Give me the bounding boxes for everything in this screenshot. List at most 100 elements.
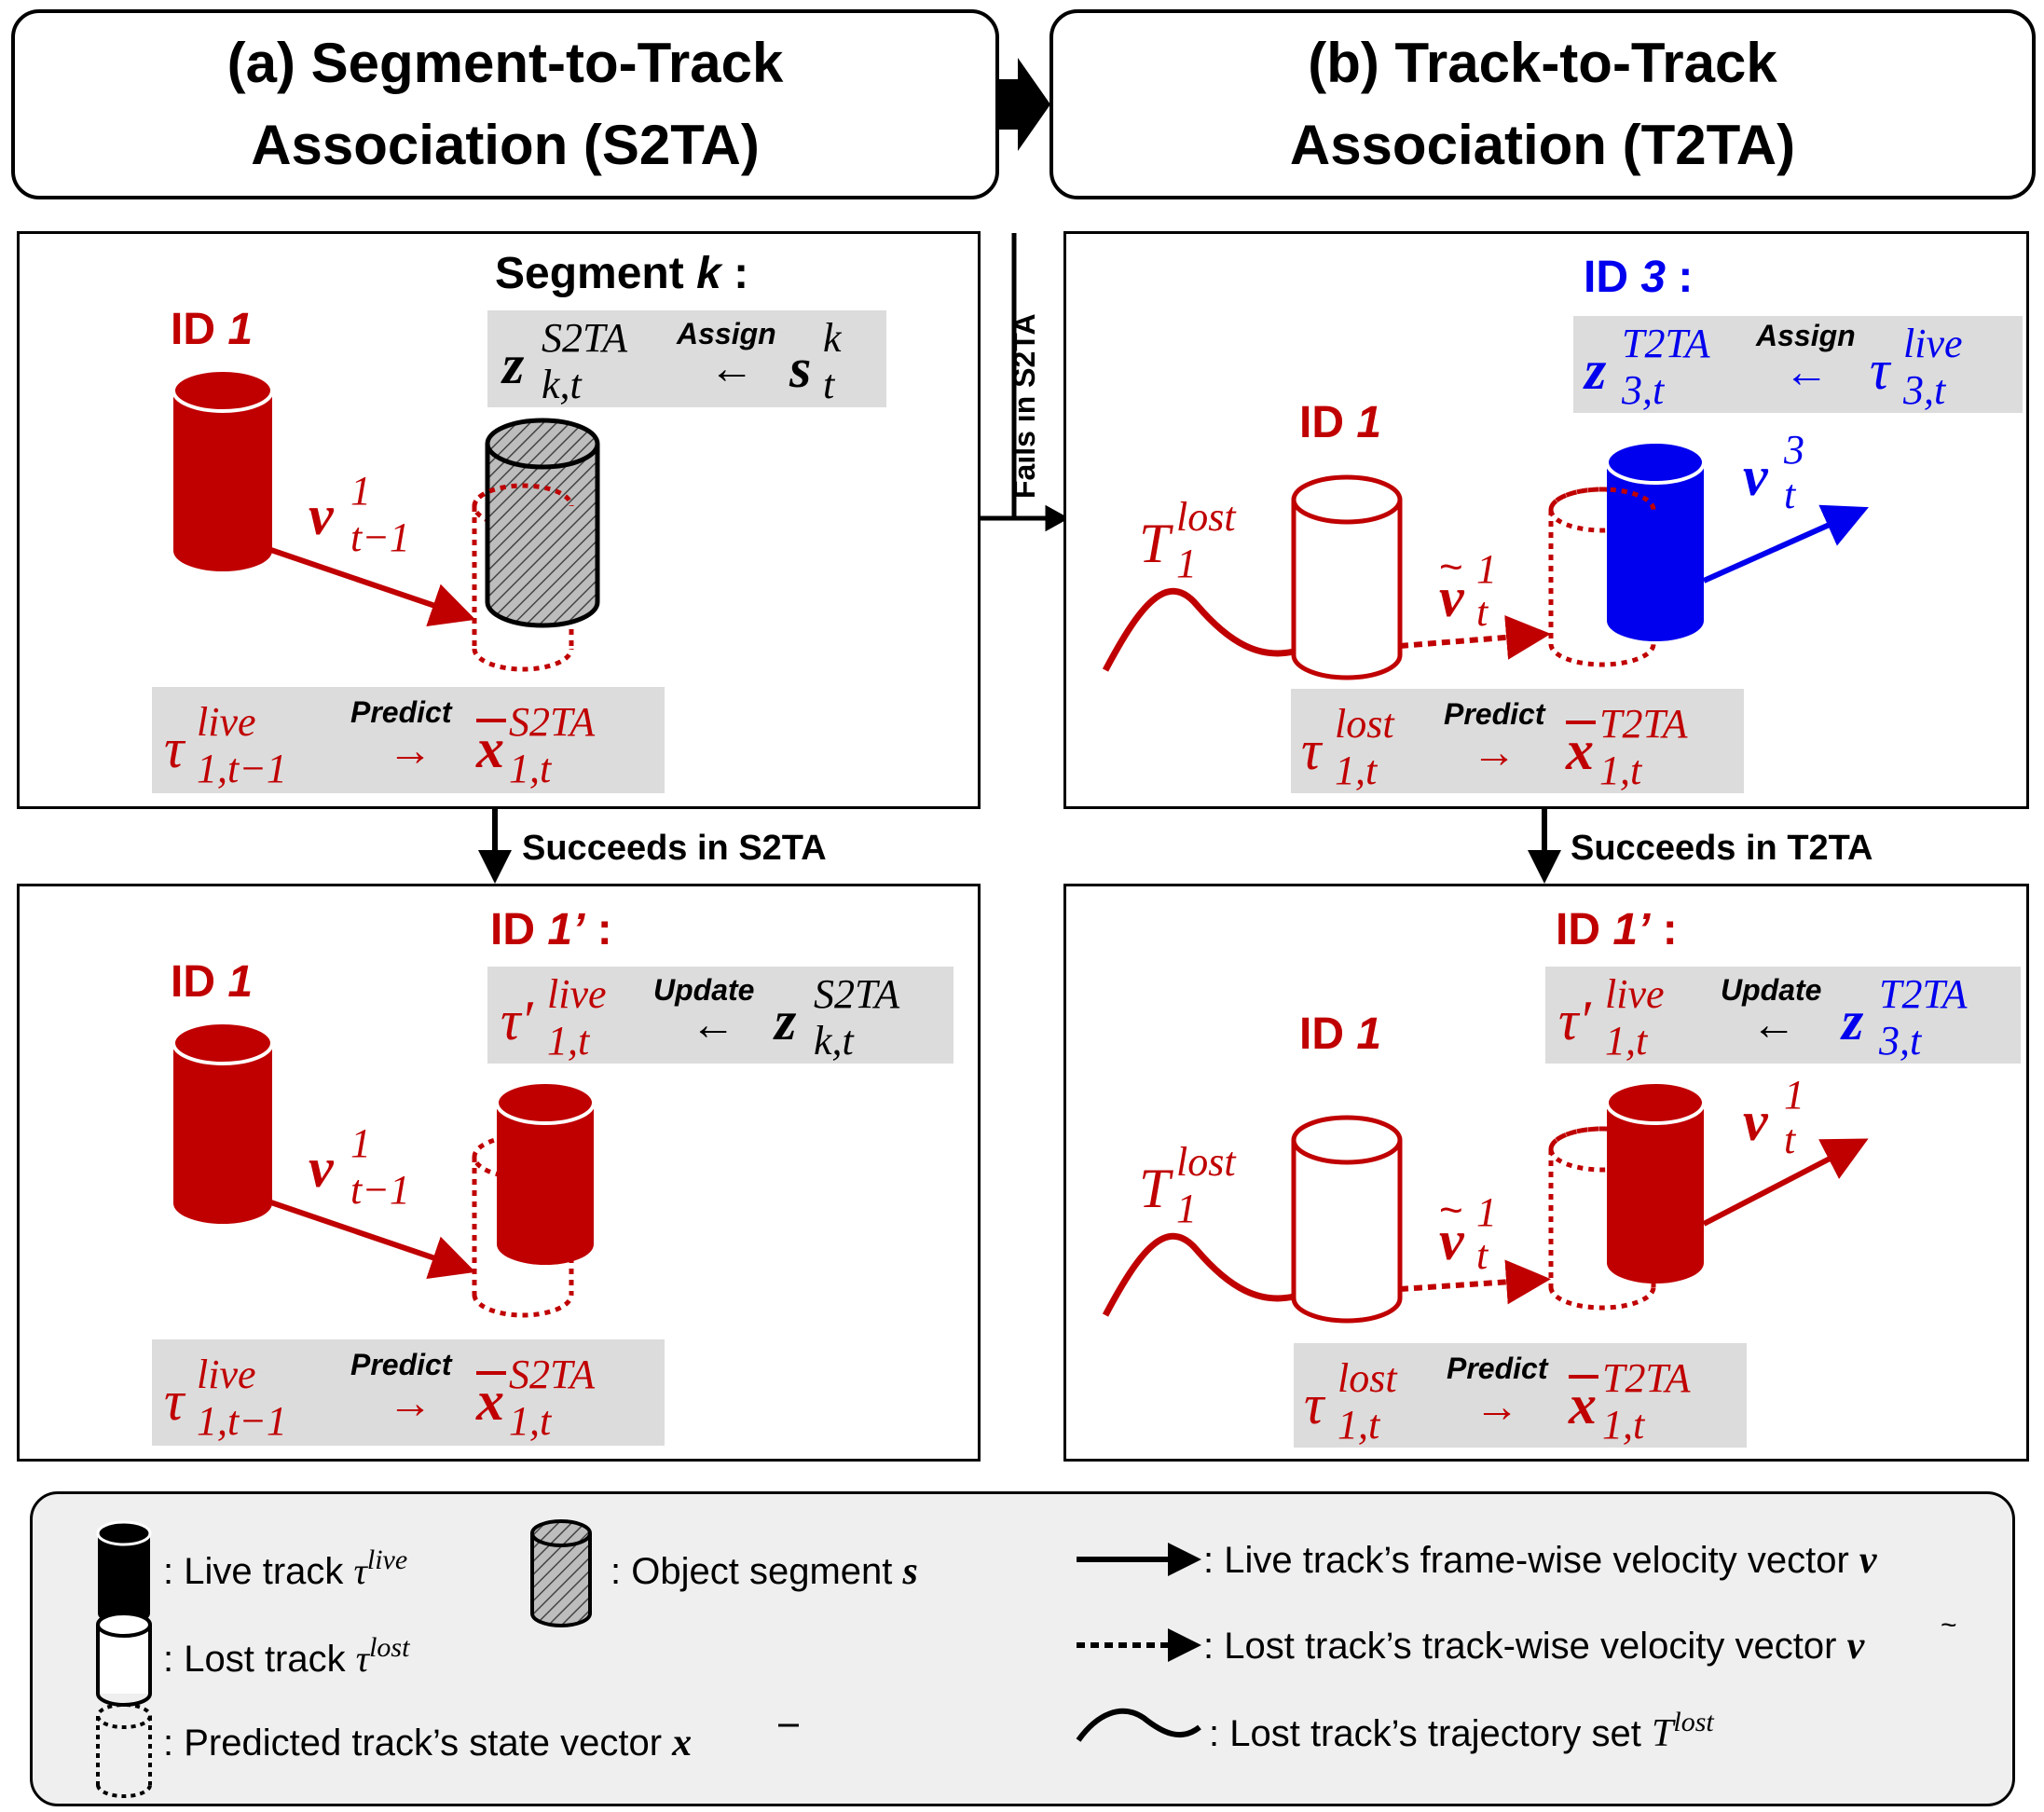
predict-update-tau-sub: 1,t−1: [197, 1398, 287, 1444]
live-track-cylinder: [171, 368, 274, 571]
track-wise-velocity-arrow: [1399, 614, 1551, 660]
predict-t2ta-tau: τ: [1301, 720, 1324, 781]
id1-label-t2ta-update: ID 1: [1299, 1009, 1381, 1059]
velocity-label-update-t2ta: v: [1743, 1091, 1769, 1152]
header-connector-arrow: [995, 58, 1050, 151]
predict-arrow-glyph: →: [388, 726, 432, 776]
trajectory-label-update-sup: lost: [1176, 1139, 1237, 1185]
update-op-label-t2ta: Update: [1721, 973, 1821, 1007]
assign-formula-s: s: [789, 337, 811, 399]
id1prime-label-t2ta: ID 1’ :: [1556, 905, 1678, 954]
predict-t2ta-update-tau-sup: lost: [1338, 1355, 1398, 1401]
track-velocity-sup: 1: [1476, 546, 1497, 592]
id1-label: ID 1: [171, 305, 253, 354]
predict-box-t2ta: [1291, 689, 1744, 793]
legend-object-segment-icon: [530, 1519, 592, 1627]
track-velocity-label: v: [1439, 567, 1465, 628]
panel-t2ta-update: ID 1’ : τ′ live 1,t Update ← z T2TA 3,t …: [1063, 884, 2029, 1462]
updated-live-track-cylinder: [495, 1080, 596, 1265]
predict-op-label-update: Predict: [350, 1348, 453, 1381]
velocity-arrow: [259, 543, 476, 627]
legend-trajectory-text: : Lost track’s trajectory set Tlost: [1209, 1707, 1714, 1755]
trajectory-label-sub: 1: [1176, 541, 1197, 586]
velocity-label-update: v: [309, 1137, 335, 1199]
assign-formula-s-sub: t: [823, 362, 836, 407]
lost-trajectory-curve-update: [1102, 1232, 1295, 1317]
velocity-label-blue-sup: 3: [1783, 427, 1804, 473]
predict-t2ta-x: x: [1565, 720, 1594, 781]
trajectory-label-update-sub: 1: [1176, 1186, 1197, 1231]
update-t2ta-tau-sub: 1,t: [1605, 1018, 1649, 1064]
succeeds-a-label: Succeeds in S2TA: [522, 829, 827, 868]
predict-t2ta-x-sub: 1,t: [1599, 748, 1643, 793]
velocity-arrow-update-t2ta: [1702, 1138, 1869, 1227]
predicted-state-overlay-t2ta-update: [1548, 1126, 1656, 1150]
velocity-label-update-t2ta-sup: 1: [1784, 1072, 1804, 1118]
header-t2ta: (b) Track-to-Track Association (T2TA): [1049, 9, 2036, 199]
legend: : Live track τlive : Object segment s : …: [30, 1491, 2015, 1806]
predict-update-tau: τ: [164, 1370, 186, 1432]
update-t2ta-tau-sup: live: [1605, 971, 1665, 1017]
update-formula-z-sup: S2TA: [814, 971, 900, 1017]
predict-box-t2ta-update: [1294, 1343, 1747, 1448]
header-s2ta: (a) Segment-to-Track Association (S2TA): [11, 9, 999, 199]
velocity-label-blue: v: [1743, 446, 1769, 507]
fails-arrow: [980, 504, 1070, 532]
header-t2ta-line2: Association (T2TA): [1289, 114, 1796, 176]
assign-formula-z-sup: S2TA: [542, 315, 628, 361]
predict-t2ta-tau-sub: 1,t: [1335, 748, 1379, 793]
update-op-label: Update: [653, 973, 754, 1007]
update-t2ta-z: z: [1840, 990, 1864, 1051]
id3-label: ID 3 :: [1584, 253, 1693, 302]
assign-t2ta-z: z: [1583, 339, 1607, 401]
assign-op-label-t2ta: Assign: [1755, 319, 1856, 352]
predict-op-label-t2ta-update: Predict: [1447, 1352, 1549, 1385]
track-velocity-tilde: ~: [1439, 544, 1463, 590]
legend-predicted-text: : Predicted track’s state vector x: [163, 1722, 692, 1764]
live-track-cylinder-blue: [1605, 440, 1706, 641]
assign-arrow-glyph-t2ta: ←: [1784, 348, 1829, 397]
fails-label: Fails in S2TA: [1008, 313, 1041, 499]
predict-op-label: Predict: [350, 695, 453, 729]
velocity-label-sub: t−1: [350, 515, 410, 560]
assign-formula-z: z: [501, 334, 525, 395]
track-velocity-update-sub: t: [1476, 1232, 1489, 1278]
object-segment-cylinder: [485, 418, 600, 628]
update-formula-z-sub: k,t: [814, 1018, 856, 1064]
velocity-label-update-sup: 1: [350, 1120, 371, 1166]
trajectory-label-sup: lost: [1176, 494, 1237, 540]
predict-update-tau-sup: live: [197, 1352, 256, 1397]
panel-s2ta-update: ID 1’ : ID 1 τ′ live 1,t Update ← z S2TA…: [17, 884, 981, 1462]
assign-formula-z-sub: k,t: [542, 362, 583, 407]
segment-title: Segment k :: [495, 249, 748, 298]
predict-op-label-t2ta: Predict: [1444, 697, 1546, 731]
update-arrow-glyph: ←: [691, 1000, 735, 1050]
lost-trajectory-curve: [1102, 587, 1295, 672]
update-formula-tau-sub: 1,t: [547, 1018, 591, 1064]
predict-t2ta-x-sup: T2TA: [1599, 701, 1689, 747]
assign-t2ta-tau-sub: 3,t: [1902, 367, 1947, 413]
update-arrow-glyph-t2ta: ←: [1751, 1000, 1796, 1050]
update-t2ta-z-sub: 3,t: [1878, 1018, 1923, 1064]
legend-lost-velocity-text: : Lost track’s track-wise velocity vecto…: [1203, 1625, 1866, 1668]
predict-formula-x: x: [475, 718, 504, 779]
assign-t2ta-tau-sup: live: [1903, 321, 1963, 366]
lost-track-cylinder-update: [1291, 1115, 1403, 1324]
assign-t2ta-z-sub: 3,t: [1621, 367, 1666, 413]
predict-t2ta-update-tau: τ: [1304, 1374, 1326, 1435]
legend-trajectory-icon: [1076, 1708, 1201, 1742]
lost-track-cylinder: [1291, 474, 1403, 680]
succeeds-b-label: Succeeds in T2TA: [1571, 829, 1873, 868]
header-t2ta-line1: (b) Track-to-Track: [1308, 32, 1777, 94]
update-t2ta-z-sup: T2TA: [1879, 971, 1969, 1017]
updated-live-track-cylinder-t2ta: [1605, 1080, 1706, 1284]
predict-arrow-glyph-update: →: [388, 1379, 432, 1428]
predict-formula-tau: τ: [164, 718, 186, 779]
predict-formula-x-sup: S2TA: [509, 699, 596, 745]
predict-t2ta-tau-sup: lost: [1335, 701, 1395, 747]
predict-update-x: x: [475, 1370, 504, 1432]
predict-formula-x-sub: 1,t: [509, 746, 553, 791]
predict-box-update: [152, 1339, 665, 1446]
velocity-label-blue-sub: t: [1784, 472, 1797, 517]
update-formula-tau-sup: live: [547, 971, 607, 1017]
